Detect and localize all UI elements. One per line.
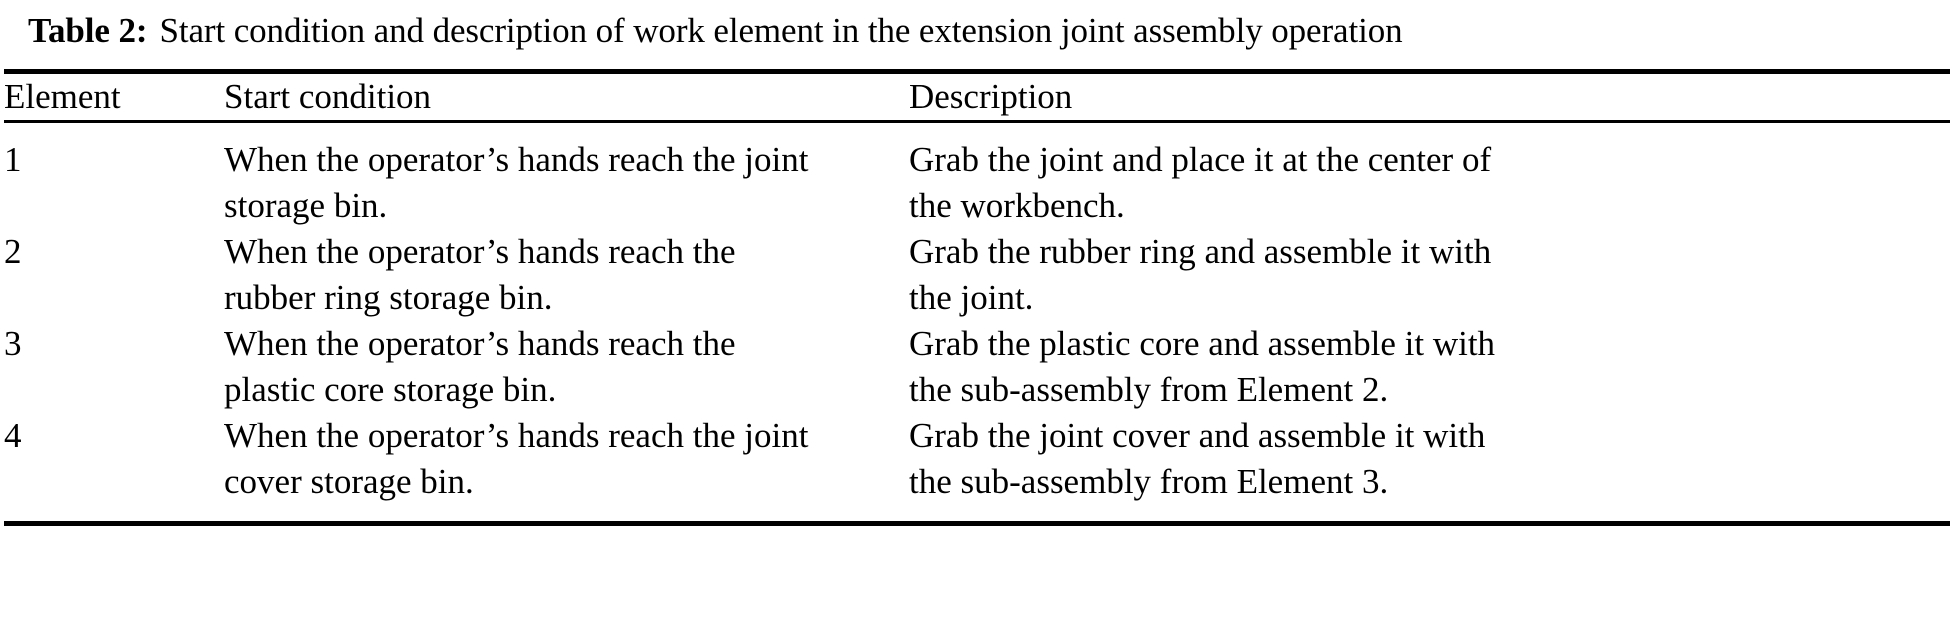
table-header: Element Start condition Description (4, 74, 1950, 120)
start-condition-line: storage bin. (224, 186, 388, 225)
cell-description: Grab the rubber ring and assemble it wit… (909, 229, 1950, 321)
table-caption-label: Table 2: (28, 11, 148, 50)
table-row: 4 When the operator’s hands reach the jo… (4, 413, 1950, 521)
cell-description: Grab the plastic core and assemble it wi… (909, 321, 1950, 413)
table-row: 2 When the operator’s hands reach the ru… (4, 229, 1950, 321)
table-caption: Table 2: Start condition and description … (4, 0, 1950, 54)
start-condition-line: When the operator’s hands reach the (224, 324, 736, 363)
work-element-table-body: 1 When the operator’s hands reach the jo… (4, 123, 1950, 521)
description-line: Grab the joint cover and assemble it wit… (909, 416, 1486, 455)
cell-description: Grab the joint and place it at the cente… (909, 123, 1950, 229)
description-line: Grab the joint and place it at the cente… (909, 140, 1492, 179)
cell-element: 2 (4, 229, 224, 321)
cell-element: 1 (4, 123, 224, 229)
cell-start-condition: When the operator’s hands reach the join… (224, 413, 909, 521)
table-mid-rule (4, 120, 1950, 123)
cell-element: 4 (4, 413, 224, 521)
description-line: Grab the rubber ring and assemble it wit… (909, 232, 1492, 271)
start-condition-line: When the operator’s hands reach the join… (224, 416, 809, 455)
table-bottom-rule (4, 521, 1950, 526)
description-line: the sub-assembly from Element 2. (909, 370, 1389, 409)
table-body: 1 When the operator’s hands reach the jo… (4, 123, 1950, 521)
cell-start-condition: When the operator’s hands reach the rubb… (224, 229, 909, 321)
table-caption-text: Start condition and description of work … (159, 11, 1403, 50)
cell-description: Grab the joint cover and assemble it wit… (909, 413, 1950, 521)
cell-start-condition: When the operator’s hands reach the join… (224, 123, 909, 229)
column-header-start-condition: Start condition (224, 77, 432, 116)
element-number: 2 (4, 232, 22, 271)
start-condition-line: rubber ring storage bin. (224, 278, 553, 317)
start-condition-line: plastic core storage bin. (224, 370, 557, 409)
description-line: the joint. (909, 278, 1034, 317)
column-header-element: Element (4, 77, 121, 116)
description-line: the workbench. (909, 186, 1125, 225)
table-top-rule (4, 69, 1950, 74)
column-header-description: Description (909, 77, 1073, 116)
start-condition-line: cover storage bin. (224, 462, 474, 501)
table-row: 3 When the operator’s hands reach the pl… (4, 321, 1950, 413)
element-number: 3 (4, 324, 22, 363)
element-number: 1 (4, 140, 22, 179)
table-header-row: Element Start condition Description (4, 74, 1950, 120)
description-line: Grab the plastic core and assemble it wi… (909, 324, 1496, 363)
description-line: the sub-assembly from Element 3. (909, 462, 1389, 501)
element-number: 4 (4, 416, 22, 455)
cell-element: 3 (4, 321, 224, 413)
cell-start-condition: When the operator’s hands reach the plas… (224, 321, 909, 413)
start-condition-line: When the operator’s hands reach the join… (224, 140, 809, 179)
start-condition-line: When the operator’s hands reach the (224, 232, 736, 271)
table-row: 1 When the operator’s hands reach the jo… (4, 123, 1950, 229)
work-element-table: Element Start condition Description (4, 74, 1950, 120)
